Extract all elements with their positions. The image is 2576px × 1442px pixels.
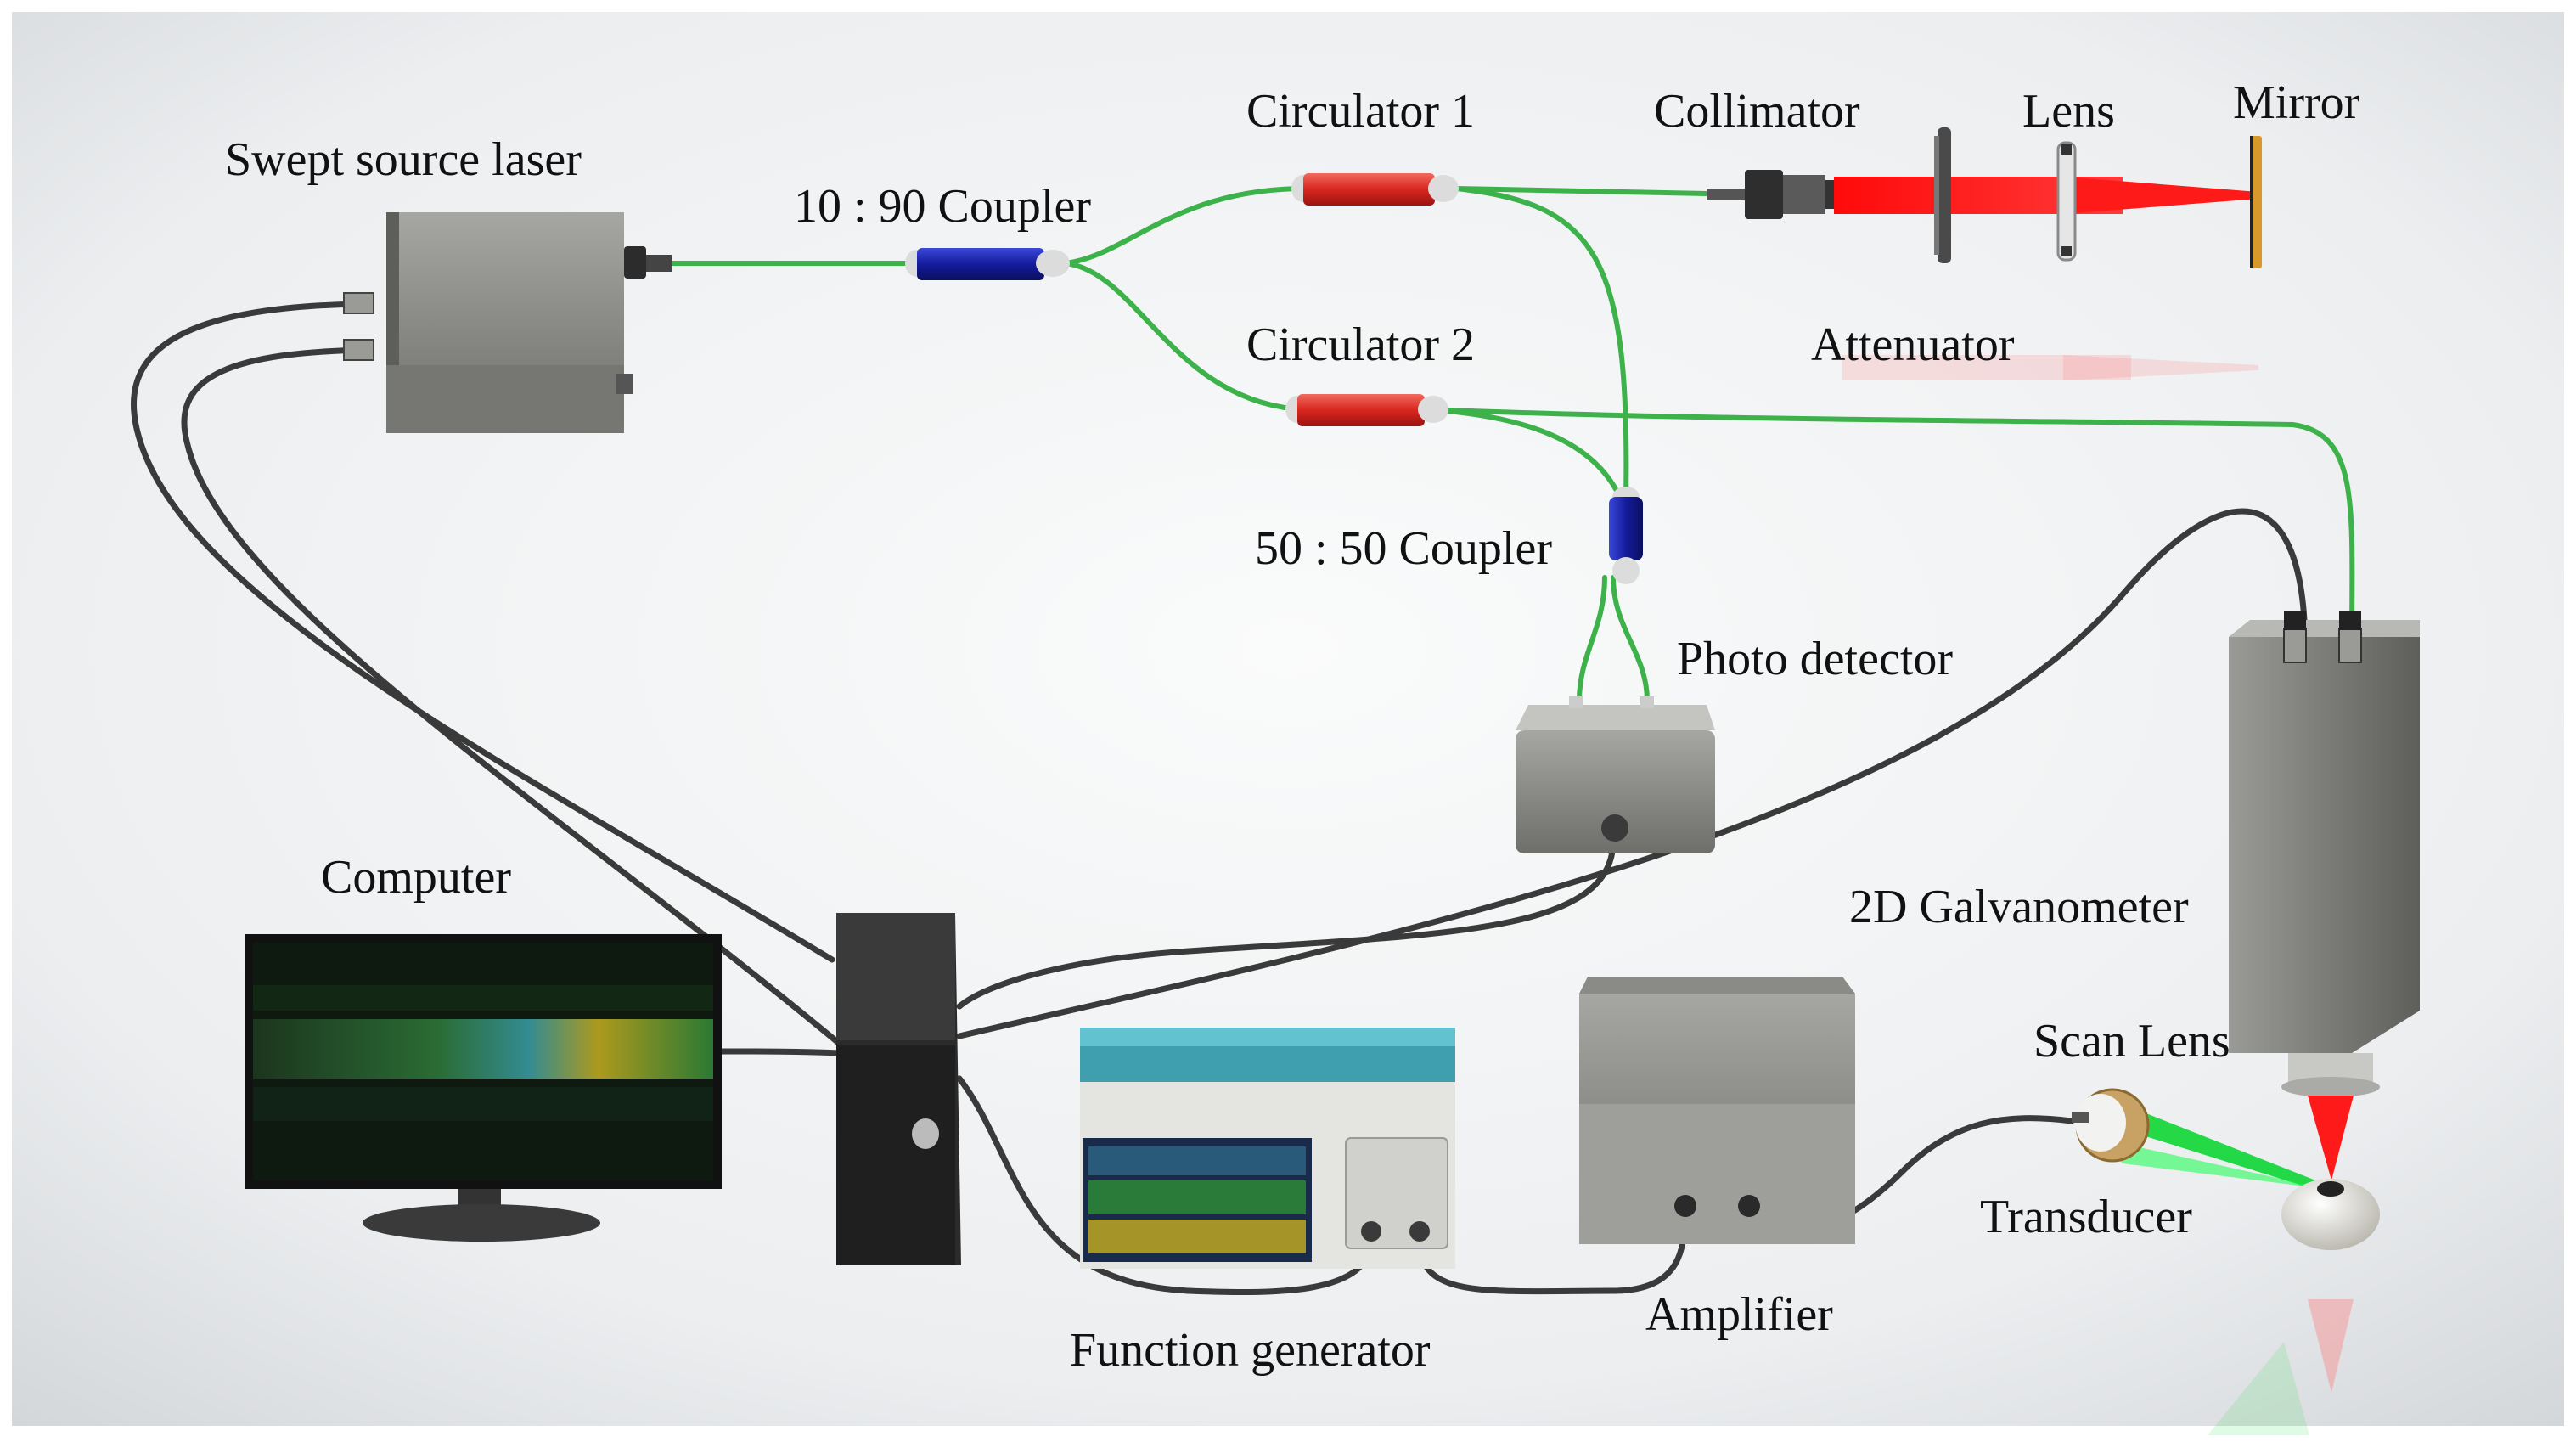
laser-trigger-cable-2: [181, 346, 844, 1048]
tower-fg-cable: [956, 1075, 1375, 1296]
label-circulator-2: Circulator 2: [1246, 318, 1476, 371]
label-swept-source-laser: Swept source laser: [225, 133, 582, 186]
laser-trigger-cable-1: [131, 301, 835, 963]
fiber-coupler-circ2: [1063, 261, 1302, 412]
computer-tower: [836, 913, 961, 1265]
function-generator: [1080, 1028, 1455, 1269]
label-computer: Computer: [321, 851, 511, 904]
label-photo-detector: Photo detector: [1677, 633, 1954, 685]
focused-beam: [2063, 177, 2258, 214]
label-amplifier: Amplifier: [1645, 1288, 1833, 1341]
galvanometer-2d: [2229, 611, 2420, 1393]
label-function-generator: Function generator: [1070, 1324, 1431, 1377]
collimator-beam-path: [1707, 127, 2262, 380]
computer-monitor: [245, 934, 722, 1242]
label-circulator-1: Circulator 1: [1246, 85, 1476, 138]
circulator-1: [1291, 173, 1459, 206]
label-coupler-10-90: 10 : 90 Coupler: [794, 180, 1091, 233]
eye-phantom: [2281, 1179, 2380, 1250]
ultrasound-cone: [2097, 1104, 2326, 1193]
transducer-eye: [2072, 1088, 2380, 1435]
galvo-beam: [2308, 1096, 2354, 1180]
optical-fibers: [668, 186, 2355, 703]
lens-element: [2056, 141, 2077, 262]
coupler-50-50: [1609, 487, 1643, 584]
fiber-circ2-galvo: [1424, 407, 2355, 648]
fiber-circ1-5050: [1454, 186, 1629, 504]
photodetector-cable: [956, 837, 1617, 1010]
fiber-circ1-collimator: [1454, 186, 1709, 196]
photo-detector: [1516, 696, 1715, 853]
label-coupler-50-50: 50 : 50 Coupler: [1255, 522, 1552, 575]
label-mirror: Mirror: [2233, 76, 2360, 129]
attenuator-disc: [1938, 127, 1951, 263]
label-attenuator: Attenuator: [1811, 318, 2015, 371]
coupler-10-90: [905, 248, 1070, 280]
fiber-5050-pd-b: [1611, 575, 1650, 703]
label-lens: Lens: [2022, 85, 2115, 138]
label-transducer: Transducer: [1980, 1191, 2192, 1243]
swept-source-laser: [343, 212, 672, 433]
fiber-5050-pd-a: [1577, 575, 1607, 703]
label-collimator: Collimator: [1654, 85, 1860, 138]
amplifier: [1579, 977, 1855, 1244]
monitor-cable: [718, 1048, 844, 1056]
fiber-coupler-circ1: [1063, 186, 1302, 266]
label-scan-lens: Scan Lens: [2033, 1015, 2230, 1067]
circulator-2: [1285, 394, 1448, 426]
label-galvanometer: 2D Galvanometer: [1849, 881, 2189, 933]
mirror-element: [2252, 136, 2262, 268]
galvanometer-cable: [956, 508, 2309, 1039]
